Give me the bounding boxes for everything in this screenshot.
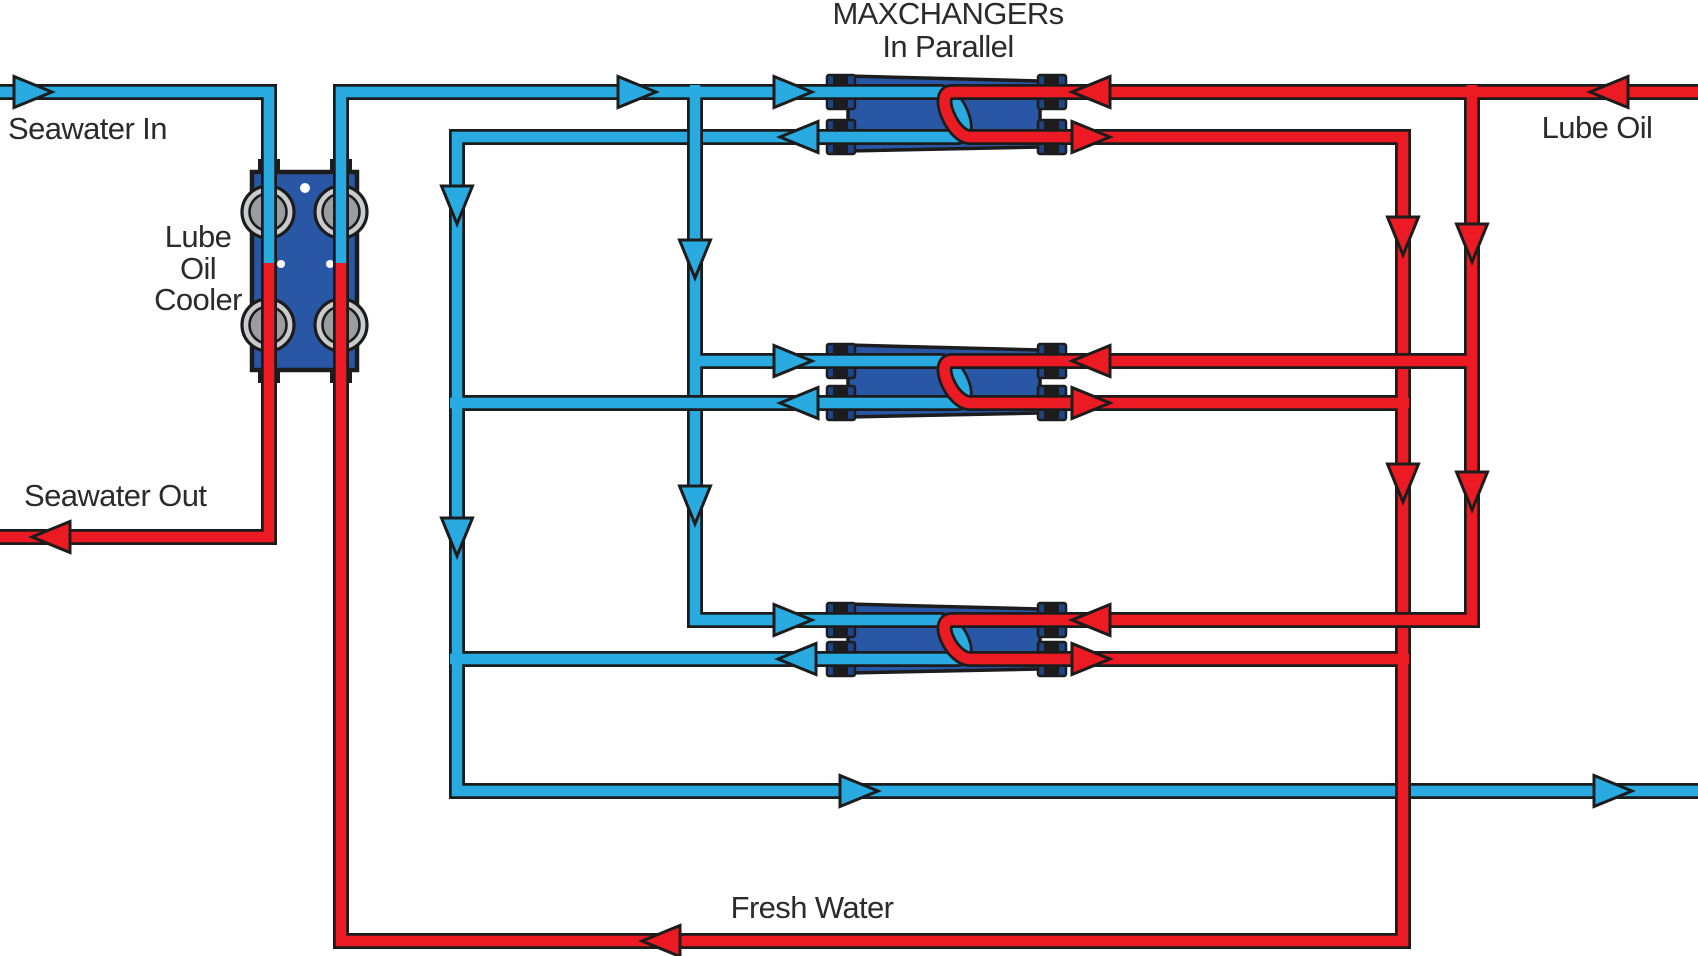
pipe-casing-pass0 [449,129,1698,799]
pipe-pipe_red-pass4 [939,355,1477,409]
cooler-rivet-dot [326,260,334,268]
cooler-label-line-3: Cooler [154,282,242,317]
label-lube-oil: Lube Oil [1541,110,1653,145]
flow-arrow-down [1385,215,1421,259]
flow-arrow-down [677,484,713,528]
title-line-2: In Parallel [882,29,1014,64]
flow-arrow-down [1454,470,1490,514]
flange-bolt [1044,666,1059,675]
flow-arrow-left [1068,74,1112,110]
label-seawater-out: Seawater Out [24,478,207,513]
flange-bolt [1044,643,1059,652]
flange-bolt [833,99,848,108]
flow-arrow-left [776,385,820,421]
pipe-pipe_red-pass4 [939,85,1478,665]
flange-bolt [833,627,848,636]
pipe-casing-pass3 [333,84,1698,949]
flow-arrow-right [12,74,56,110]
pipe-pipe_blue-pass0 [0,86,275,263]
cooler-label-line-2: Oil [179,250,217,286]
diagram-title: MAXCHANGERs In Parallel [832,0,1064,64]
flow-arrow-right [616,74,660,110]
label-seawater-in: Seawater In [8,111,167,146]
flow-arrow-right [772,74,816,110]
flow-arrow-right [772,602,816,638]
flow-arrow-right [838,773,882,809]
flange-bolt [1044,410,1059,419]
flow-arrow-left [774,641,818,677]
flange-bolt [833,666,848,675]
flange-bolt [833,387,848,396]
flow-arrow-right [772,343,816,379]
flow-arrow-down [677,238,713,282]
flow-arrow-down [1385,462,1421,506]
flow-arrow-down [1454,222,1490,266]
cooler-rivet-dot [277,260,285,268]
flow-arrow-left [1068,602,1112,638]
flange-bolt [833,76,848,85]
pipe-pipe_red-pass3 [335,86,1698,947]
label-fresh-water: Fresh Water [730,890,894,925]
cooler-rivet-dot [300,183,310,193]
pipe-pipe_blue-pass0 [451,131,1698,797]
flow-arrow-left [28,519,72,555]
flow-arrow-right [1070,119,1114,155]
flange-bolt [833,121,848,130]
flange-bolt [1044,345,1059,354]
flange-bolt [833,368,848,377]
flange-bolt [833,604,848,613]
flange-bolt [1044,121,1059,130]
flange-bolt [833,410,848,419]
flange-bolt [1044,368,1059,377]
label-lube-oil-cooler: Lube Oil Cooler [154,221,242,316]
flange-bolt [833,345,848,354]
flow-arrow-left [1586,74,1630,110]
flange-bolt [833,144,848,153]
flange-bolt [1044,76,1059,85]
flange-bolt [1044,627,1059,636]
flange-bolt [1044,604,1059,613]
flow-arrow-left [638,923,682,956]
flange-bolt [1044,99,1059,108]
flow-arrow-down [439,516,475,560]
flow-arrow-left [776,119,820,155]
pipe-pipe_red-pass3 [0,263,275,543]
flange-bolt [833,643,848,652]
flow-arrow-down [439,184,475,228]
flange-bolt [1044,387,1059,396]
cooler-label-line-1: Lube [164,219,232,254]
title-line-1: MAXCHANGERs [832,0,1064,31]
flange-bolt [1044,144,1059,153]
flow-arrow-right [1592,773,1636,809]
flow-arrow-left [1068,343,1112,379]
flow-arrow-right [1070,641,1114,677]
flow-arrow-right [1070,385,1114,421]
